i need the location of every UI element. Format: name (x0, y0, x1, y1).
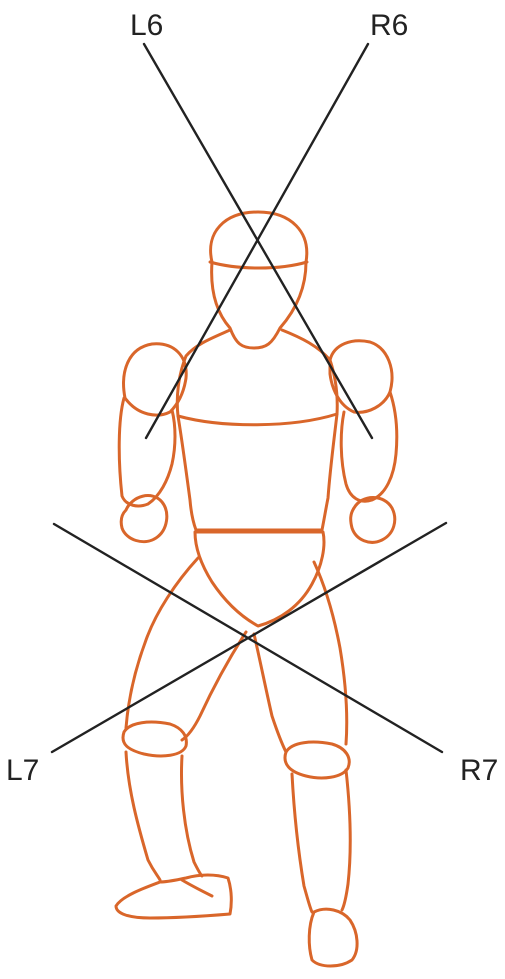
right-shin-inner (342, 770, 350, 910)
helmet-band (210, 262, 307, 268)
left-shin-inner (182, 756, 203, 876)
left-knee (123, 722, 186, 756)
right-knee (285, 742, 349, 778)
right-shoulder (330, 341, 392, 413)
pelvis (195, 532, 324, 626)
right-hand (351, 498, 395, 543)
left-foot (116, 875, 231, 918)
right-foot (309, 909, 357, 966)
labels: L6 R6 L7 R7 (6, 9, 498, 787)
label-l7: L7 (6, 754, 39, 787)
left-shoulder (124, 344, 187, 415)
label-r6: R6 (370, 9, 408, 42)
left-shin (126, 752, 160, 880)
left-thigh-inner (182, 632, 246, 740)
chest-line (178, 414, 337, 425)
torso (177, 330, 337, 530)
head (211, 212, 307, 348)
label-l6: L6 (130, 9, 163, 42)
label-r7: R7 (460, 754, 498, 787)
right-shin (292, 774, 312, 912)
left-foot-line (182, 880, 212, 896)
mannequin-figure (116, 212, 397, 966)
